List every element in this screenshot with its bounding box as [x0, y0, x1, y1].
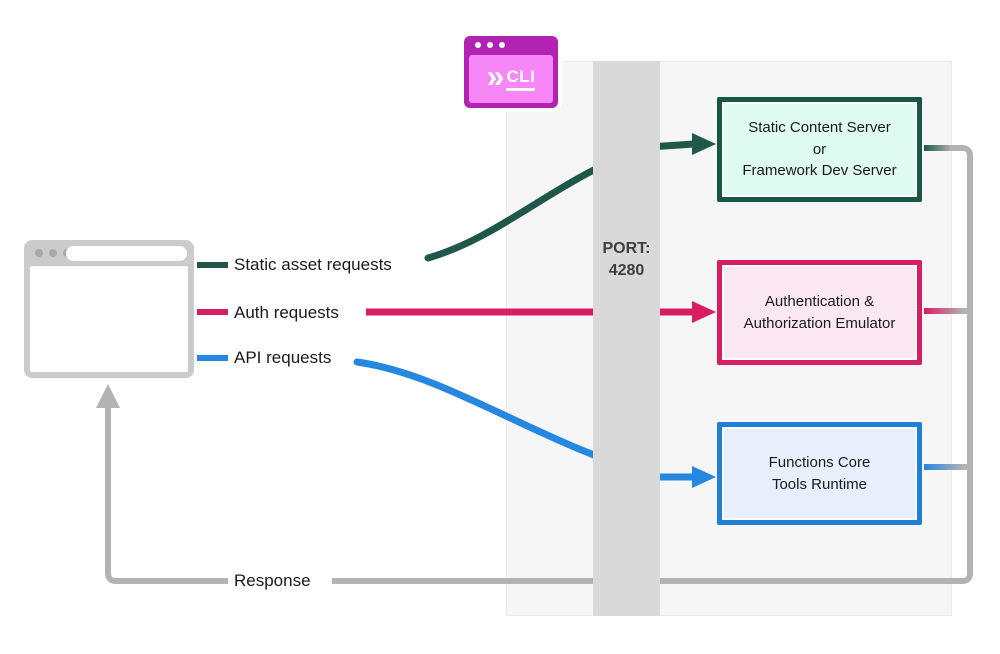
response-line-left [105, 404, 228, 584]
auth-emulator-box: Authentication & Authorization Emulator [717, 260, 922, 365]
browser-addressbar-icon [66, 246, 187, 261]
static-content-server-label: Static Content Server or Framework Dev S… [742, 117, 896, 182]
box-text-line: Tools Runtime [771, 475, 868, 493]
static-request-arrowhead-icon [692, 133, 716, 155]
browser-page-icon [30, 266, 188, 372]
browser-icon [24, 240, 194, 378]
port-label-line2: 4280 [608, 261, 645, 279]
functions-core-tools-label: Functions Core Tools Runtime [769, 452, 871, 496]
box-text-line: Functions Core [768, 453, 871, 471]
cli-dot-icon [475, 42, 481, 48]
box-text-line: or [812, 140, 827, 158]
browser-dot-icon [35, 249, 43, 257]
cli-dot-icon [487, 42, 493, 48]
cli-chevron-icon: » [486, 58, 505, 94]
port-label-line1: PORT: [602, 240, 651, 257]
auth-requests-label: Auth requests [234, 303, 339, 322]
cli-icon: » CLI [464, 36, 558, 108]
functions-core-tools-box: Functions Core Tools Runtime [717, 422, 922, 525]
port-bar [593, 61, 660, 616]
response-arrowhead-icon [96, 384, 120, 408]
auth-emulator-label: Authentication & Authorization Emulator [744, 291, 896, 335]
response-label: Response [234, 571, 311, 590]
cli-dot-icon [499, 42, 505, 48]
static-requests-label: Static asset requests [234, 255, 392, 274]
browser-dot-icon [49, 249, 57, 257]
box-text-line: Authorization Emulator [743, 314, 896, 332]
port-label: PORT: 4280 [593, 238, 660, 281]
cli-screen: » CLI [469, 55, 553, 103]
cli-title: CLI [506, 67, 536, 91]
response-line-right [332, 145, 973, 584]
api-requests-label: API requests [234, 348, 332, 367]
box-text-line: Authentication & [764, 292, 875, 310]
box-text-line: Static Content Server [748, 118, 891, 136]
api-request-arrowhead-icon [692, 466, 716, 488]
box-text-line: Framework Dev Server [742, 162, 897, 180]
auth-request-arrowhead-icon [692, 301, 716, 323]
static-content-server-box: Static Content Server or Framework Dev S… [717, 97, 922, 202]
